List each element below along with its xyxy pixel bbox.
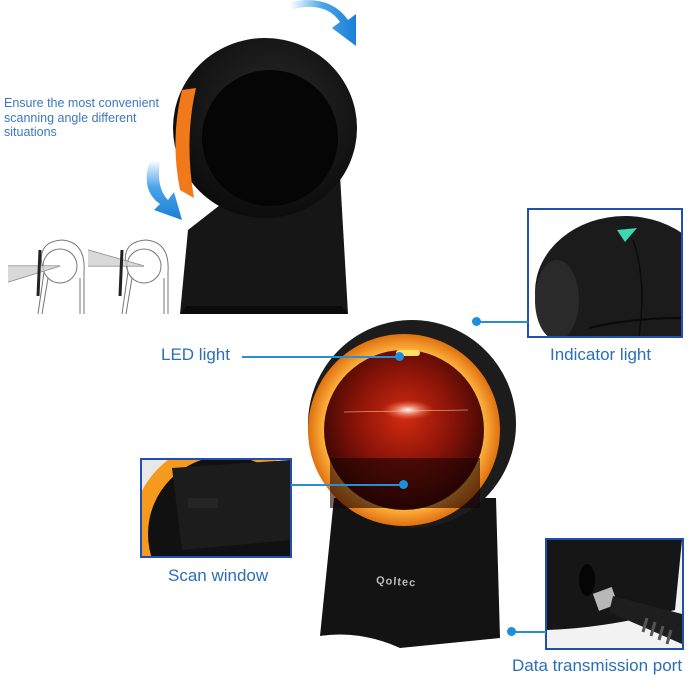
caption-line: Ensure the most convenient [4, 96, 159, 110]
callout-dot [507, 627, 516, 636]
scanner-angle-diagram-icon [7, 239, 169, 315]
callout-line [242, 356, 400, 358]
curved-arrow-icon [146, 160, 182, 220]
label-data-port: Data transmission port [512, 656, 683, 675]
scanner-side-view [170, 30, 360, 320]
angle-caption: Ensure the most convenient scanning angl… [4, 96, 159, 140]
inset-scan-window [140, 458, 292, 558]
caption-line: situations [4, 125, 57, 139]
label-indicator-light: Indicator light [550, 345, 652, 364]
callout-line [476, 321, 528, 323]
label-scan-window: Scan window [168, 566, 269, 585]
callout-dot [395, 352, 404, 361]
curved-arrow-icon [290, 0, 356, 47]
callout-line [512, 631, 546, 633]
callout-dot [472, 317, 481, 326]
callout-dot [399, 480, 408, 489]
callout-line [291, 484, 404, 486]
caption-line: scanning angle different [4, 110, 137, 125]
inset-data-port [545, 538, 684, 650]
indicator-led-icon [617, 228, 637, 242]
callout-line [527, 322, 529, 323]
inset-indicator-light [527, 208, 683, 338]
label-led-light: LED light [161, 345, 230, 364]
scanner-front-view: Qoltec [300, 318, 520, 678]
